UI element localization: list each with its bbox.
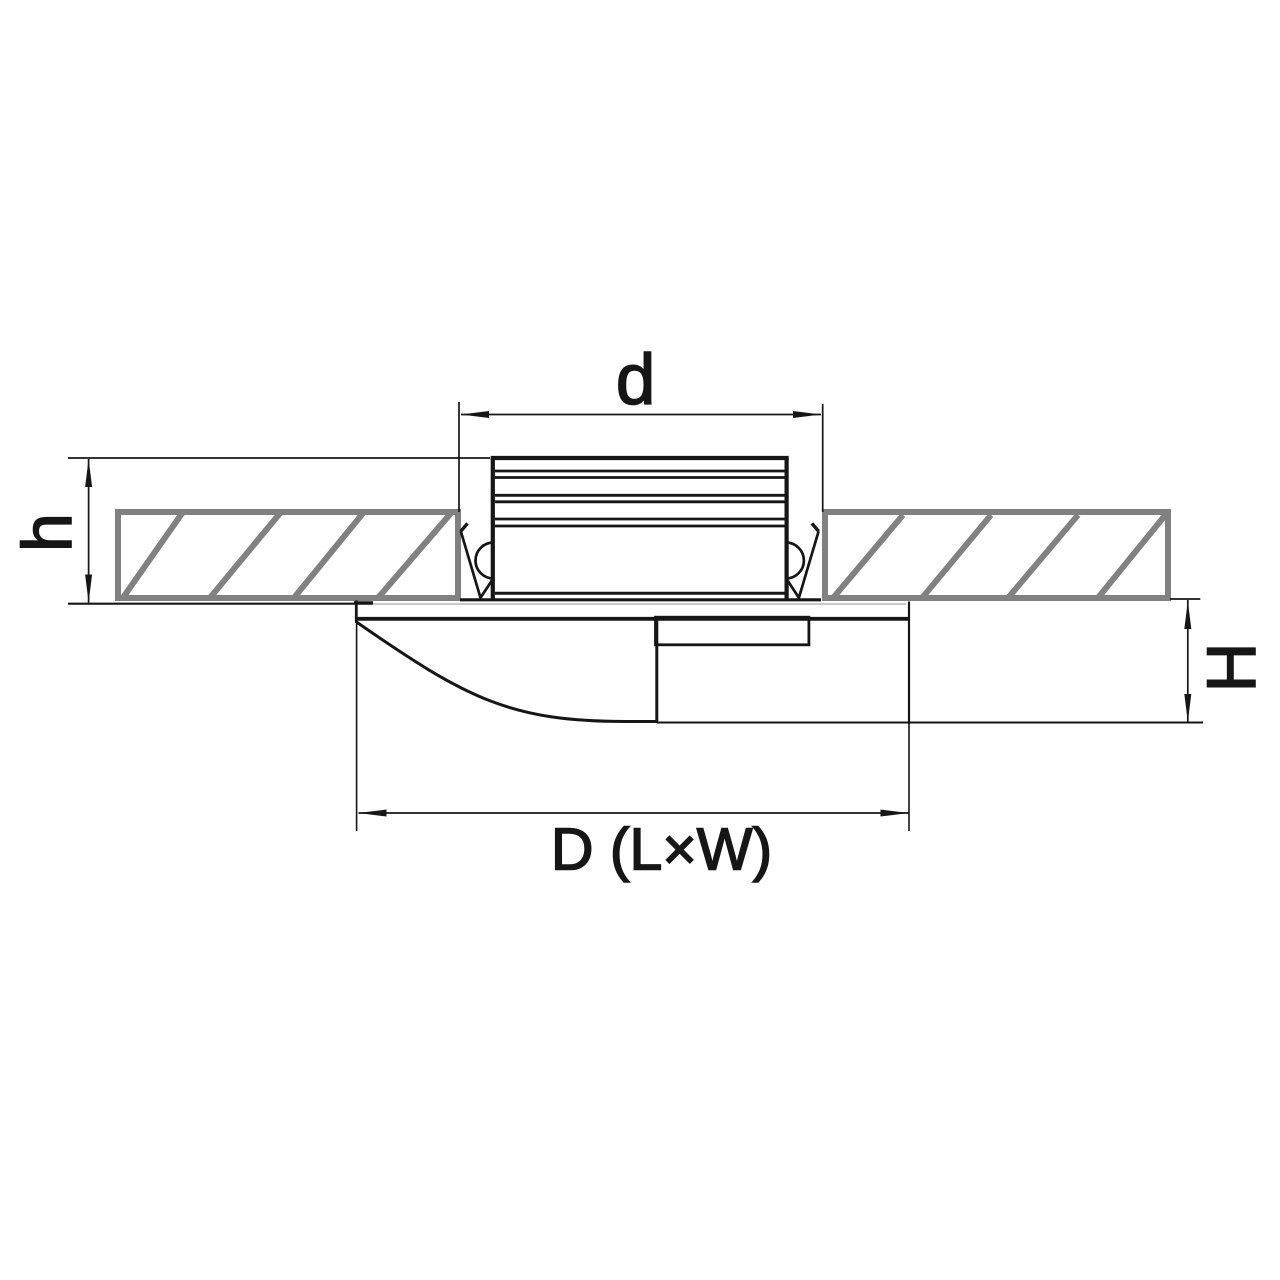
svg-text:D (L×W): D (L×W) <box>551 817 772 883</box>
svg-text:d: d <box>616 341 656 420</box>
svg-text:H: H <box>1193 643 1270 693</box>
svg-text:h: h <box>8 513 86 552</box>
